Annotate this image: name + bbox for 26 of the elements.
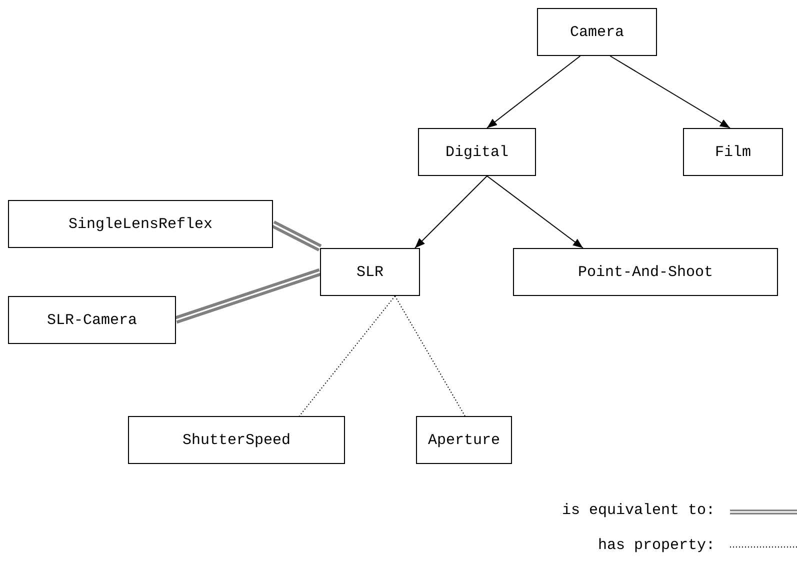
class-box xyxy=(683,128,783,176)
node-label: Film xyxy=(714,144,751,160)
legend-text: is equivalent to: xyxy=(562,502,715,519)
class-box xyxy=(8,200,273,248)
node-label: SingleLensReflex xyxy=(68,216,213,232)
node-label: SLR xyxy=(356,264,384,280)
node-label: Digital xyxy=(445,144,508,160)
arrow xyxy=(414,176,488,248)
node-label: Camera xyxy=(570,24,624,40)
class-box xyxy=(416,416,512,464)
node-label: Aperture xyxy=(428,432,500,448)
class-box xyxy=(513,248,778,296)
class-box xyxy=(320,248,420,296)
class-box xyxy=(537,8,657,56)
node-label: ShutterSpeed xyxy=(182,432,291,448)
arrow xyxy=(486,56,581,128)
legend-text: has property: xyxy=(598,537,715,554)
class-box xyxy=(128,416,345,464)
dotted-line xyxy=(298,296,396,416)
arrow xyxy=(610,56,730,128)
class-box xyxy=(8,296,176,344)
node-label: Point-And-Shoot xyxy=(578,264,714,280)
class-box xyxy=(418,128,536,176)
dotted-line xyxy=(394,296,466,416)
arrow xyxy=(486,176,584,248)
node-label: SLR-Camera xyxy=(46,312,137,328)
